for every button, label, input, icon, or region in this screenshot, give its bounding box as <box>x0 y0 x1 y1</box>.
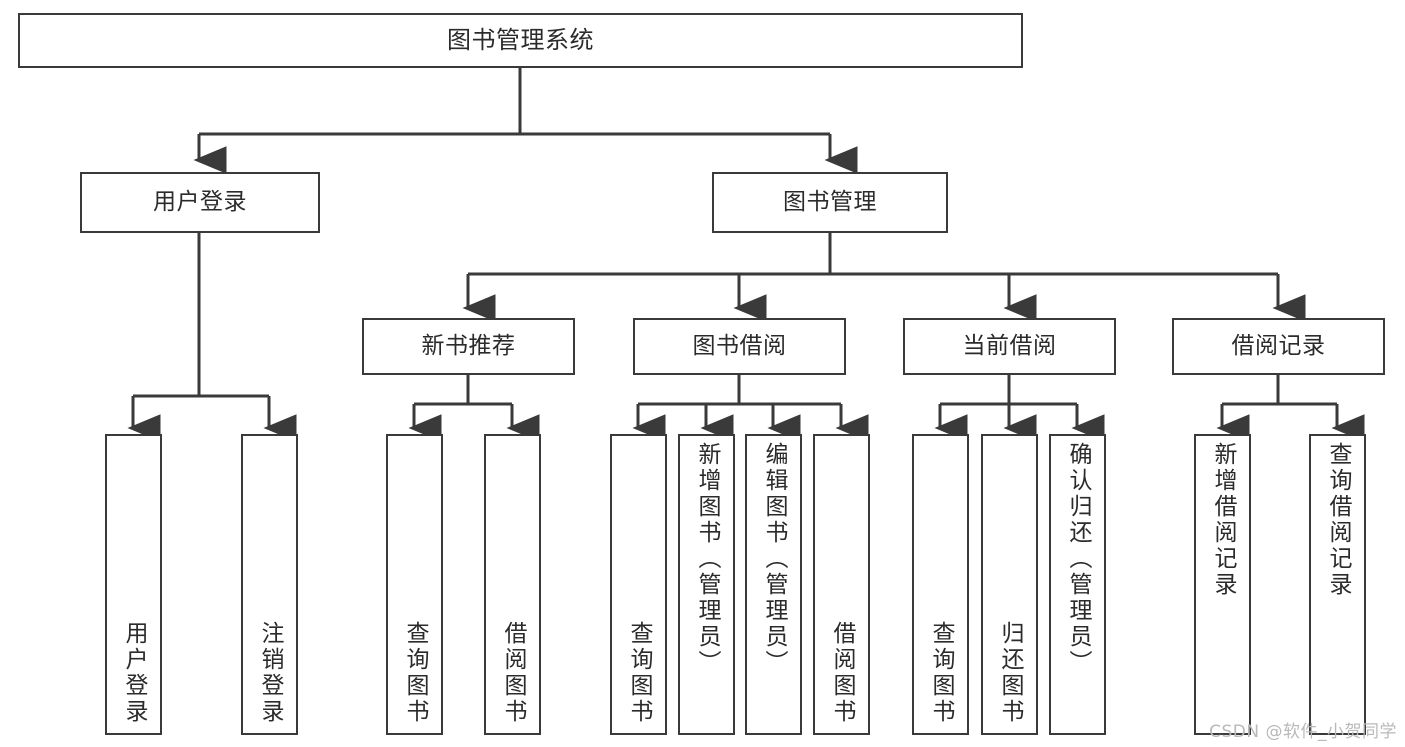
node-book-borrow[interactable]: 图书借阅 <box>633 318 846 375</box>
node-leaf-query-book-3-label: 查询图书 <box>928 621 954 725</box>
node-leaf-borrow-book-2[interactable]: 借阅图书 <box>813 434 870 735</box>
node-leaf-add-book-label: 新增图书（管理员） <box>694 442 720 676</box>
node-leaf-confirm-return[interactable]: 确认归还（管理员） <box>1049 434 1106 735</box>
node-leaf-edit-book[interactable]: 编辑图书（管理员） <box>745 434 802 735</box>
node-leaf-borrow-book-2-label: 借阅图书 <box>829 621 855 725</box>
node-current-borrow[interactable]: 当前借阅 <box>903 318 1116 375</box>
node-leaf-edit-book-label: 编辑图书（管理员） <box>761 442 787 676</box>
node-leaf-logout-label: 注销登录 <box>257 621 283 725</box>
node-root[interactable]: 图书管理系统 <box>18 13 1023 68</box>
node-borrow-record[interactable]: 借阅记录 <box>1172 318 1385 375</box>
node-leaf-borrow-book-1-label: 借阅图书 <box>500 621 526 725</box>
node-new-book-recommend[interactable]: 新书推荐 <box>362 318 575 375</box>
node-leaf-user-login-label: 用户登录 <box>121 621 147 725</box>
node-leaf-query-book-1-label: 查询图书 <box>402 621 428 725</box>
node-book-borrow-label: 图书借阅 <box>692 333 787 360</box>
node-leaf-confirm-return-label: 确认归还（管理员） <box>1065 442 1091 676</box>
node-leaf-return-book-label: 归还图书 <box>997 621 1023 725</box>
node-leaf-add-book[interactable]: 新增图书（管理员） <box>678 434 735 735</box>
node-leaf-logout[interactable]: 注销登录 <box>241 434 298 735</box>
node-leaf-user-login[interactable]: 用户登录 <box>105 434 162 735</box>
node-leaf-query-record[interactable]: 查询借阅记录 <box>1309 434 1366 735</box>
node-leaf-query-book-2-label: 查询图书 <box>626 621 652 725</box>
node-book-manage[interactable]: 图书管理 <box>712 172 948 233</box>
node-leaf-borrow-book-1[interactable]: 借阅图书 <box>484 434 541 735</box>
node-leaf-return-book[interactable]: 归还图书 <box>981 434 1038 735</box>
node-root-label: 图书管理系统 <box>447 25 594 54</box>
node-leaf-query-book-2[interactable]: 查询图书 <box>610 434 667 735</box>
node-current-borrow-label: 当前借阅 <box>962 333 1057 360</box>
node-new-book-recommend-label: 新书推荐 <box>421 333 516 360</box>
node-user-login[interactable]: 用户登录 <box>80 172 320 233</box>
node-leaf-query-book-1[interactable]: 查询图书 <box>386 434 443 735</box>
node-user-login-label: 用户登录 <box>153 189 247 216</box>
node-borrow-record-label: 借阅记录 <box>1231 333 1326 360</box>
node-book-manage-label: 图书管理 <box>783 189 877 216</box>
node-leaf-query-record-label: 查询借阅记录 <box>1325 442 1351 598</box>
node-leaf-add-record[interactable]: 新增借阅记录 <box>1194 434 1251 735</box>
node-leaf-add-record-label: 新增借阅记录 <box>1210 442 1236 598</box>
csdn-watermark: CSDN @软件_小贺同学 <box>1209 722 1397 742</box>
node-leaf-query-book-3[interactable]: 查询图书 <box>912 434 969 735</box>
